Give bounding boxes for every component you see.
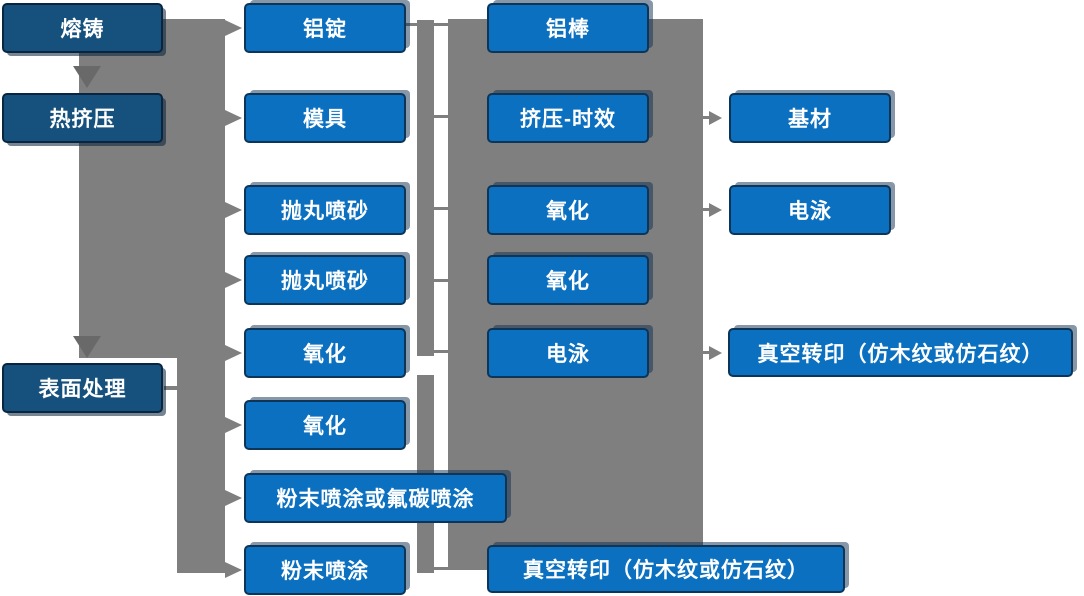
arrow-down-to-surface-treatment	[73, 336, 101, 358]
tick-row8-to-vacuum-print	[434, 567, 489, 570]
process-box-aluminum-rod: 铝棒	[487, 3, 649, 53]
mid-rail-upper-bar	[417, 20, 434, 356]
process-box-electrophoresis-1: 电泳	[487, 328, 649, 378]
shaft-to-electrophoresis	[700, 208, 710, 211]
tick-surface-treatment	[164, 386, 177, 390]
shaft-to-vacuum-print-right	[700, 351, 710, 354]
process-box-mold: 模具	[244, 93, 406, 143]
process-box-oxidation-1: 氧化	[244, 328, 406, 378]
shaft-to-base-material	[700, 116, 710, 119]
arrow-to-oxidation-2	[225, 417, 242, 433]
tick-row3	[434, 207, 448, 210]
arrow-to-oxidation-1	[225, 345, 242, 361]
process-box-electrophoresis-2: 电泳	[729, 185, 891, 235]
process-box-vacuum-transfer-print-right: 真空转印（仿木纹或仿石纹）	[728, 328, 1073, 377]
process-box-vacuum-transfer-print-bottom: 真空转印（仿木纹或仿石纹）	[487, 545, 845, 593]
process-box-base-material: 基材	[729, 93, 891, 143]
stage-box-hot-extrusion: 热挤压	[2, 93, 163, 143]
arrow-to-aluminum-ingot	[225, 20, 242, 36]
process-box-oxidation-2: 氧化	[244, 400, 406, 450]
process-box-aluminum-ingot: 铝锭	[244, 3, 406, 53]
arrow-down-to-hot-extrusion	[73, 66, 101, 88]
process-box-shot-blast-1: 抛丸喷砂	[244, 185, 406, 235]
process-box-powder-or-fluorocarbon-coating: 粉末喷涂或氟碳喷涂	[244, 473, 507, 523]
process-box-powder-coating: 粉末喷涂	[244, 545, 406, 595]
stage-box-surface-treatment: 表面处理	[2, 363, 163, 413]
tick-row4	[434, 279, 448, 282]
arrow-to-base-material	[709, 111, 722, 125]
left-trunk-bar	[79, 19, 225, 358]
arrow-to-shot-blast-1	[225, 202, 242, 218]
arrow-to-powder-fluorocarbon	[225, 490, 242, 506]
process-box-shot-blast-2: 抛丸喷砂	[244, 255, 406, 305]
surface-treatment-rail-bar	[177, 358, 225, 573]
tick-ingot-to-rod	[406, 23, 448, 26]
arrow-to-electrophoresis	[709, 203, 722, 217]
process-box-oxidation-4: 氧化	[487, 255, 649, 305]
tick-row5	[434, 350, 448, 353]
arrow-to-shot-blast-2	[225, 272, 242, 288]
arrow-to-vacuum-print-right	[709, 346, 722, 360]
arrow-to-powder-coating	[225, 562, 242, 578]
stage-box-melting-casting: 熔铸	[2, 3, 163, 53]
process-box-oxidation-3: 氧化	[487, 185, 649, 235]
process-box-extrusion-aging: 挤压-时效	[487, 93, 649, 143]
tick-row2	[434, 115, 448, 118]
arrow-to-mold	[225, 110, 242, 126]
